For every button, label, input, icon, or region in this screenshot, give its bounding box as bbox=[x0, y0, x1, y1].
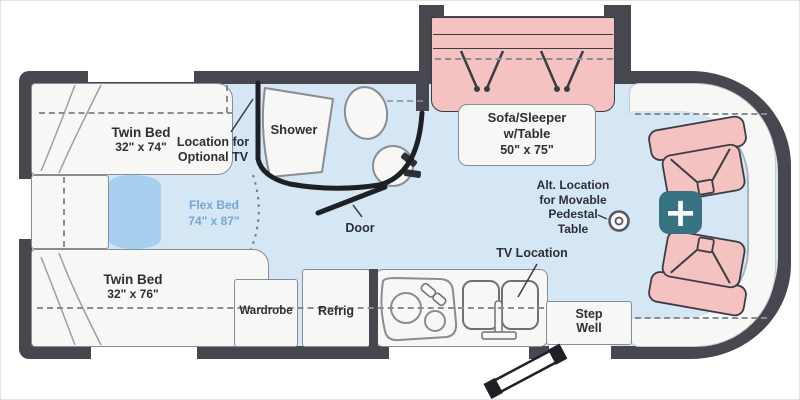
twin-bed-bottom-size: 32" x 76" bbox=[107, 287, 159, 301]
door-text: Door bbox=[345, 221, 375, 235]
alt-table-line4: Table bbox=[557, 221, 589, 236]
door-label: Door bbox=[331, 221, 389, 236]
sofa-back-line-2 bbox=[433, 48, 613, 49]
cab-dashed-bottom bbox=[635, 317, 767, 319]
refrig-label: Refrig bbox=[302, 304, 370, 319]
rear-window bbox=[17, 179, 31, 239]
overhead-cabinet-dashed-top bbox=[39, 112, 233, 114]
flex-fold-dashed-line bbox=[63, 177, 65, 247]
plus-glyph: + bbox=[663, 189, 698, 236]
flex-bed-name: Flex Bed bbox=[188, 198, 239, 212]
rear-cabinet bbox=[31, 175, 109, 249]
alt-table-line3: Pedestal bbox=[548, 207, 598, 221]
alt-table-line1: Alt. Location bbox=[536, 178, 610, 192]
alt-table-line2: for Movable bbox=[539, 192, 607, 207]
refrig-text: Refrig bbox=[317, 304, 355, 318]
step-well-line2: Well bbox=[576, 321, 602, 335]
overhead-cabinet-dashed-top-end bbox=[226, 85, 228, 113]
wardrobe-label: Wardrobe bbox=[234, 304, 298, 319]
sofa-size: 50" x 75" bbox=[500, 143, 554, 157]
galley-window bbox=[389, 346, 529, 359]
slideout-window bbox=[444, 5, 598, 16]
shower-label: Shower bbox=[257, 122, 331, 137]
tv-location-text: TV Location bbox=[496, 246, 568, 260]
twin-bed-bottom-label: Twin Bed 32" x 76" bbox=[71, 272, 195, 302]
entry-door-opening bbox=[549, 345, 611, 359]
flex-bed-label: Flex Bed 74" x 87" bbox=[153, 197, 275, 229]
flex-bed-section bbox=[109, 175, 161, 249]
twin-bed-top-name: Twin Bed bbox=[111, 125, 171, 140]
sofa-back-line-1 bbox=[433, 34, 613, 35]
sofa-line1: Sofa/Sleeper bbox=[487, 110, 567, 125]
wardrobe-cabinet bbox=[234, 279, 298, 347]
flex-bed-size: 74" x 87" bbox=[188, 214, 240, 228]
sofa-label-box: Sofa/Sleeper w/Table 50" x 75" bbox=[458, 104, 596, 166]
bedroom-top-window bbox=[88, 69, 194, 82]
optional-tv-line2: Optional TV bbox=[177, 150, 249, 164]
cab-dashed-top bbox=[635, 113, 767, 115]
step-well-line1: Step bbox=[575, 307, 603, 321]
sofa-fold-dashed-line bbox=[435, 58, 613, 60]
slideout-corner-window bbox=[593, 5, 604, 16]
wardrobe-text: Wardrobe bbox=[239, 305, 293, 317]
sofa-sleeper bbox=[431, 17, 615, 112]
twin-bed-top-label: Twin Bed 32" x 74" bbox=[79, 125, 203, 155]
bath-right-wall-stub bbox=[416, 79, 429, 111]
twin-bed-bottom-name: Twin Bed bbox=[103, 272, 163, 287]
bedroom-bottom-window bbox=[91, 346, 197, 359]
shower-text: Shower bbox=[270, 122, 318, 137]
overhead-cabinet-dashed-bottom bbox=[37, 307, 544, 309]
optional-tv-line1: Location for bbox=[176, 135, 250, 149]
alt-table-label: Alt. Location for Movable Pedestal Table bbox=[521, 178, 625, 236]
twin-bed-top-size: 32" x 74" bbox=[115, 140, 167, 154]
sofa-line2: w/Table bbox=[503, 126, 551, 141]
tv-location-label: TV Location bbox=[479, 246, 585, 261]
plus-marker-icon: + bbox=[659, 191, 702, 234]
slideout-left-wall bbox=[419, 5, 433, 83]
step-well-label: Step Well bbox=[546, 307, 632, 335]
optional-tv-label: Location for Optional TV bbox=[151, 135, 275, 165]
step-well bbox=[546, 301, 632, 345]
